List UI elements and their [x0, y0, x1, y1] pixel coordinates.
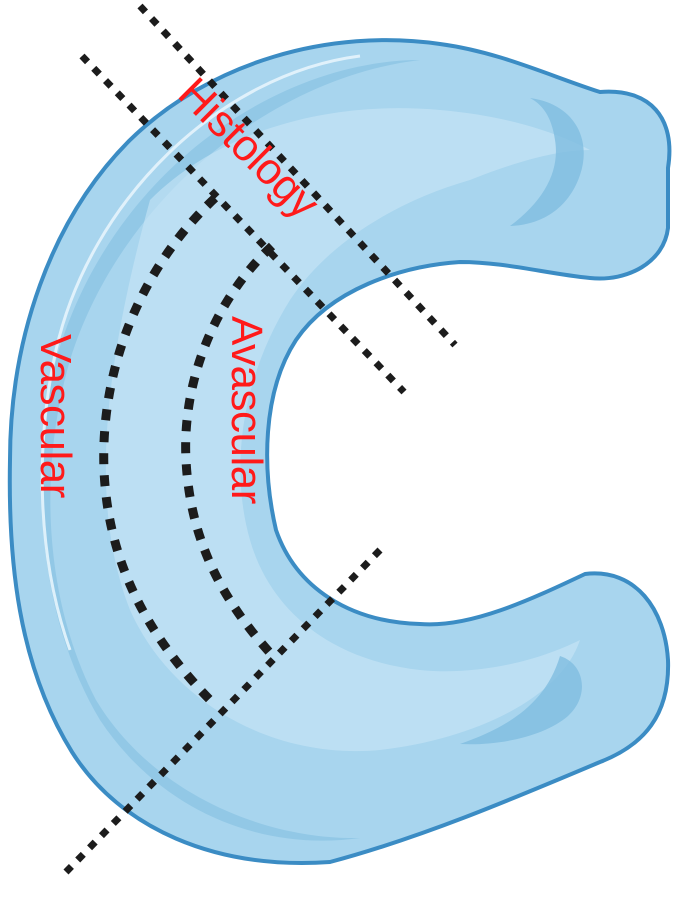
avascular-zone-boundary [181, 242, 276, 659]
vascular-label: Vascular [31, 334, 80, 498]
vascular-zone-boundary [99, 194, 219, 709]
meniscus-pocket-top [510, 98, 584, 226]
meniscus-pocket-bottom [460, 656, 582, 745]
meniscus-rim-highlight [40, 54, 361, 651]
avascular-label: Avascular [222, 316, 271, 504]
lower-cut-line [63, 547, 383, 875]
